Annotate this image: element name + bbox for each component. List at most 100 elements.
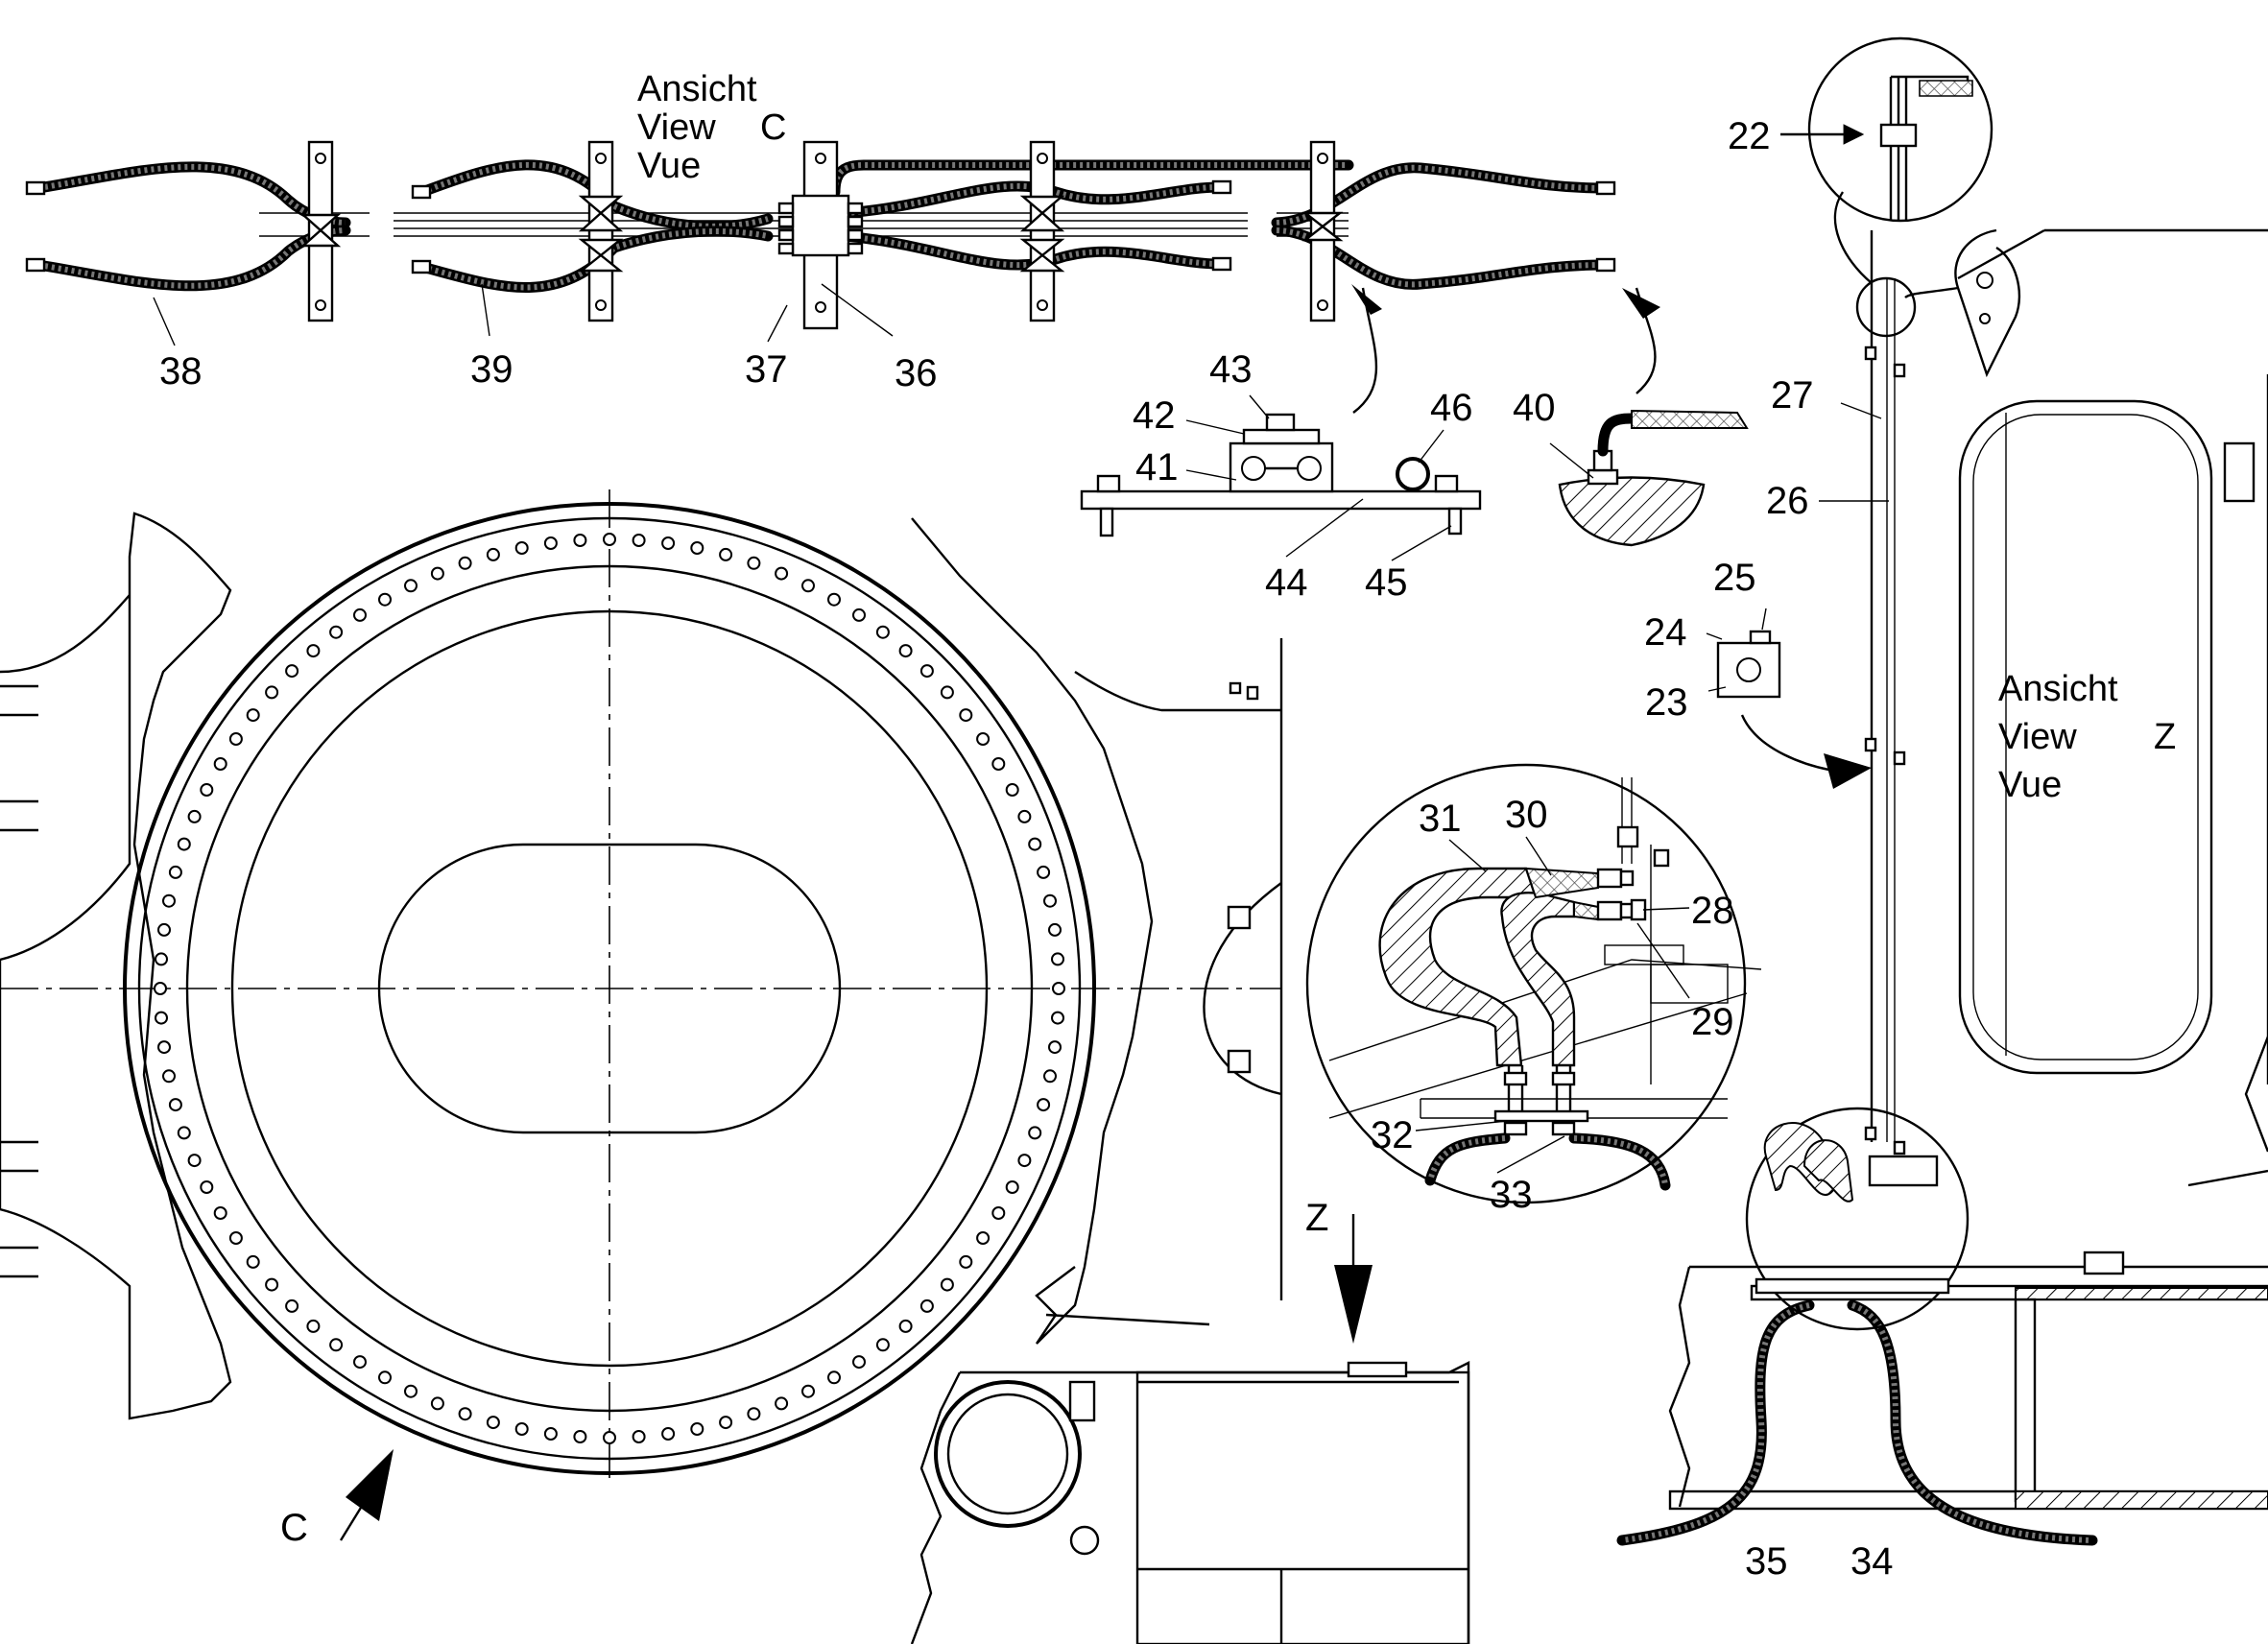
bottom-machine-view (910, 1361, 1470, 1644)
bolt-hole (285, 664, 299, 679)
part-label-25: 25 (1713, 557, 1756, 599)
bolt-hole (747, 1407, 761, 1421)
bolt-hole (827, 1370, 841, 1385)
bolt-hole (155, 952, 168, 966)
bolt-hole (991, 1206, 1006, 1220)
bolt-hole (265, 1277, 279, 1292)
arrow-z-label: Z (1305, 1197, 1328, 1239)
view-c-title: Ansicht View Vue C (637, 69, 786, 186)
bolt-hole (1037, 865, 1051, 879)
bolt-hole (1051, 1011, 1064, 1025)
bolt-hole (1043, 893, 1057, 908)
bolt-hole (976, 732, 991, 746)
part-number-labels: 22 23 24 25 26 27 28 29 30 31 32 33 34 3… (159, 115, 1894, 1583)
bolt-hole (155, 1011, 168, 1025)
bolt-hole (213, 757, 227, 771)
part-label-24: 24 (1644, 611, 1687, 654)
bolt-hole (285, 1299, 299, 1313)
part-label-38: 38 (159, 350, 203, 393)
bolt-hole (486, 1416, 500, 1430)
part-label-32: 32 (1371, 1114, 1414, 1156)
bolt-hole (875, 625, 890, 639)
bolt-hole (1048, 922, 1062, 937)
bolt-hole (514, 541, 529, 555)
bolt-hole (168, 1098, 182, 1112)
view-z-title: Ansicht View Vue Z (1998, 669, 2176, 805)
part-label-34: 34 (1850, 1540, 1894, 1583)
bolt-hole (801, 1384, 815, 1398)
bolt-hole (719, 547, 733, 561)
bolt-hole (514, 1422, 529, 1436)
bolt-hole (458, 1407, 472, 1421)
bolt-hole (177, 837, 191, 851)
bolt-hole (1051, 952, 1064, 966)
bolt-hole (573, 534, 587, 547)
bolt-hole (1017, 1154, 1032, 1168)
part-label-31: 31 (1419, 798, 1462, 840)
part-label-42: 42 (1133, 394, 1176, 437)
bolt-hole (1005, 1180, 1019, 1194)
bolt-hole (959, 1254, 973, 1269)
manifold-block (777, 140, 864, 330)
view-z-title-en: View (1998, 717, 2077, 757)
part-label-30: 30 (1505, 794, 1548, 836)
bracket-detail (1080, 394, 1482, 561)
part-label-44: 44 (1265, 561, 1308, 604)
part-label-37: 37 (745, 348, 788, 391)
part-label-43: 43 (1209, 348, 1253, 391)
bolt-hole (486, 547, 500, 561)
view-c-letter: C (760, 107, 786, 148)
bolt-hole (603, 533, 616, 546)
part-label-29: 29 (1691, 1001, 1734, 1043)
bolt-hole (1005, 783, 1019, 797)
bolt-hole (329, 625, 344, 639)
bolt-hole (213, 1206, 227, 1220)
bolt-hole (162, 893, 176, 908)
bolt-hole (573, 1430, 587, 1443)
bolt-hole (801, 579, 815, 593)
bolt-hole (543, 1427, 558, 1441)
fitting-40-detail (1549, 409, 1749, 547)
bolt-hole (898, 1319, 913, 1333)
bolt-hole (162, 1069, 176, 1084)
arrow-c-label: C (280, 1507, 308, 1549)
bolt-hole (919, 1299, 934, 1313)
bolt-hole (430, 566, 444, 581)
bolt-hole (1043, 1069, 1057, 1084)
bolt-hole (852, 1355, 866, 1370)
bolt-hole (157, 922, 171, 937)
bolt-hole (940, 1277, 954, 1292)
bolt-hole (404, 1384, 418, 1398)
bolt-hole (353, 608, 367, 622)
bolt-hole (603, 1431, 616, 1444)
part-label-45: 45 (1365, 561, 1408, 604)
bolt-hole (852, 608, 866, 622)
bolt-hole (187, 1154, 202, 1168)
bolt-hole (458, 556, 472, 570)
bolt-hole (265, 685, 279, 700)
bolt-hole (875, 1338, 890, 1352)
view-z-title-de: Ansicht (1998, 669, 2118, 709)
bolt-hole (690, 541, 704, 555)
view-z-arrow: Z (1305, 1197, 1373, 1344)
bolt-hole (661, 1427, 676, 1441)
view-c-title-fr: Vue (637, 146, 701, 186)
bolt-hole (1017, 809, 1032, 823)
bolt-hole (200, 783, 214, 797)
bolt-hole (775, 1396, 789, 1411)
bolt-hole (1048, 1040, 1062, 1055)
bolt-hole (378, 1370, 392, 1385)
bolt-hole (378, 592, 392, 607)
bolt-hole-circle (154, 533, 1065, 1444)
part-label-36: 36 (895, 352, 938, 394)
bolt-hole (246, 708, 260, 723)
part-label-28: 28 (1691, 890, 1734, 932)
bolt-hole (543, 536, 558, 550)
bolt-hole (632, 1430, 646, 1443)
view-z-title-fr: Vue (1998, 765, 2062, 805)
bolt-hole (430, 1396, 444, 1411)
bolt-hole (306, 1319, 321, 1333)
bolt-hole (187, 809, 202, 823)
bolt-hole (661, 536, 676, 550)
